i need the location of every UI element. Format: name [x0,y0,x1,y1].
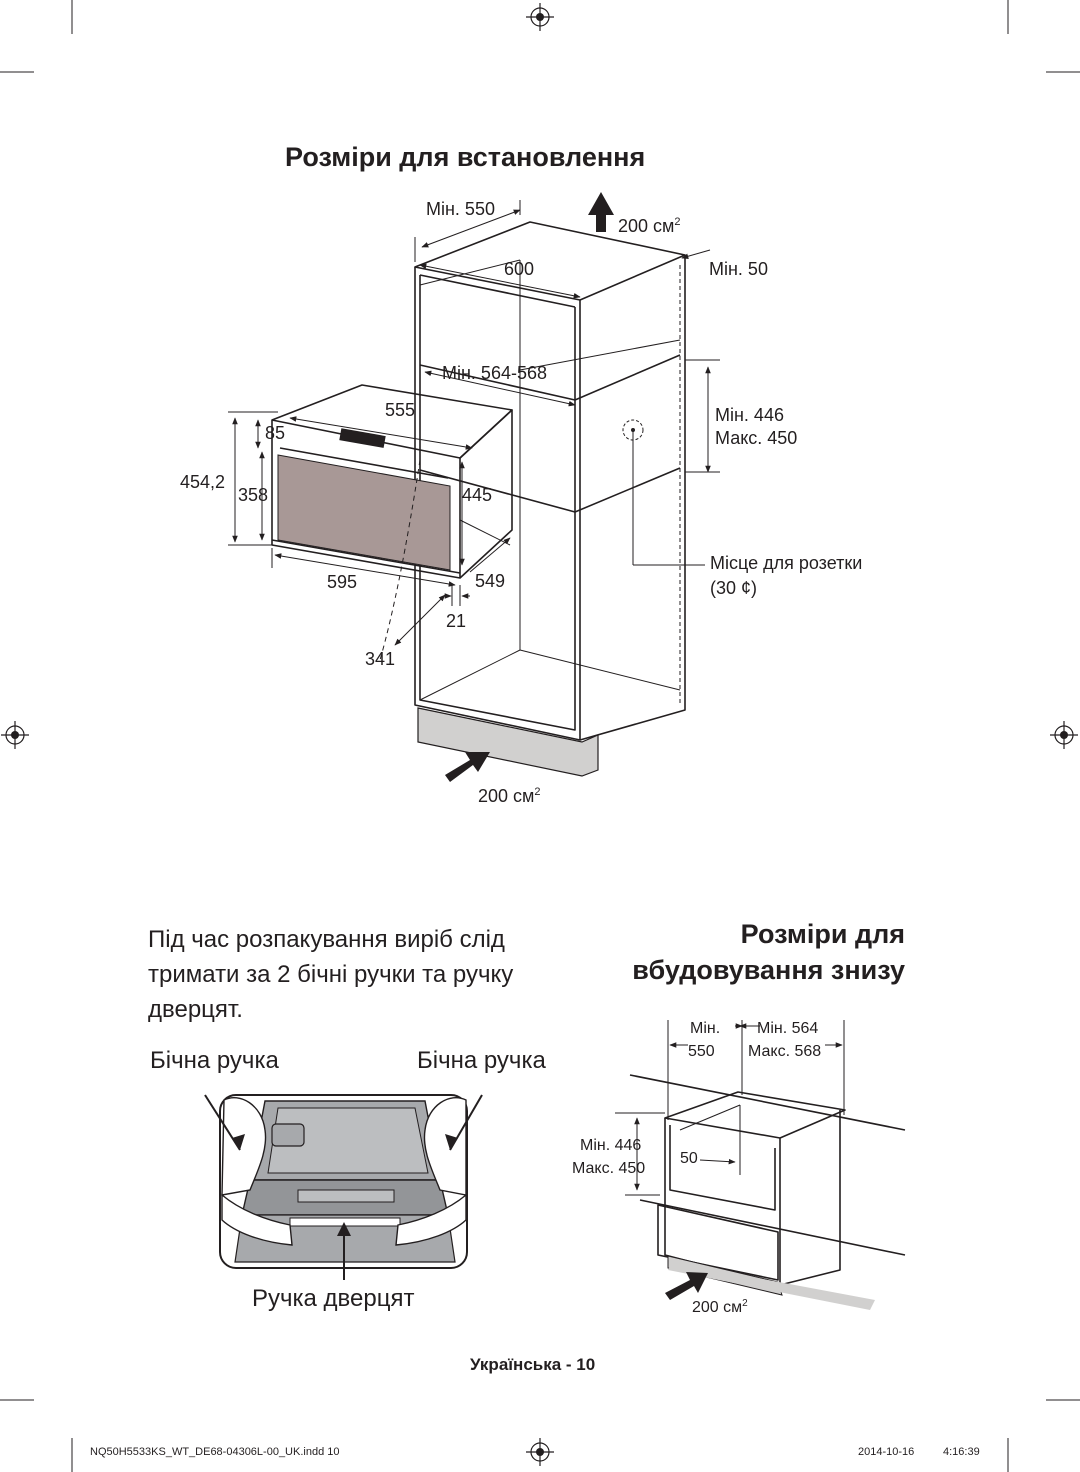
dim-min50: Мін. 50 [709,259,768,279]
dim-595: 595 [327,572,357,592]
dim-min446: Мін. 446 [715,405,784,425]
page-title-under-counter: Розміри для вбудовування знизу [632,919,905,985]
dim-600: 600 [504,259,534,279]
dim-max450: Макс. 450 [572,1160,645,1177]
page-title-installation: Розміри для встановлення [285,142,646,172]
print-date: 2014-10-16 [858,1446,915,1458]
dim-50: 50 [680,1150,698,1167]
dim-341: 341 [365,649,395,669]
dim-454-2: 454,2 [180,472,225,492]
dim-358: 358 [238,485,268,505]
dim-555: 555 [385,400,415,420]
print-time: 4:16:39 [943,1446,980,1458]
dim-min564: Мін. 564 [757,1020,818,1037]
print-file-name: NQ50H5533KS_WT_DE68-04306L-00_UK.indd 10 [90,1446,340,1458]
dim-445: 445 [462,485,492,505]
side-handle-label-left: Бічна ручка [150,1047,279,1074]
dim-min446: Мін. 446 [580,1137,641,1154]
unpacking-instruction: Під час розпакування виріб слід тримати … [148,926,514,1023]
page-number: Українська - 10 [470,1355,596,1374]
side-handle-label-right: Бічна ручка [417,1047,546,1074]
dim-min550: Мін. 550 [426,199,495,219]
door-handle-label: Ручка дверцят [252,1285,415,1312]
socket-label: Місце для розетки [710,553,862,573]
dim-max450: Макс. 450 [715,428,797,448]
dim-min: Мін. [690,1020,720,1037]
dim-min564-568: Мін. 564-568 [442,363,547,383]
dim-vent-bottom: 200 см2 [478,786,541,806]
dim-vent: 200 см2 [692,1298,748,1316]
socket-label-sub: (30 ¢) [710,578,757,598]
dim-vent-top: 200 см2 [618,216,681,236]
dim-max568: Макс. 568 [748,1043,821,1060]
dim-549: 549 [475,571,505,591]
dim-85: 85 [265,423,285,443]
dim-550: 550 [688,1043,715,1060]
dim-21: 21 [446,611,466,631]
